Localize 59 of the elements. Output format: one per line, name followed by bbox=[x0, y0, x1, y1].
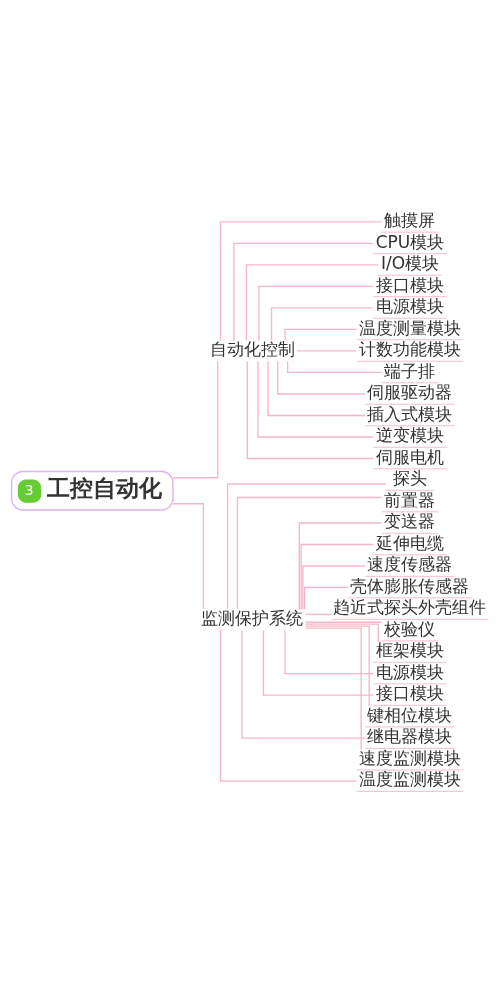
connector bbox=[296, 349, 358, 352]
node-text: 伺服驱动器 bbox=[367, 381, 453, 402]
node-text: I/O模块 bbox=[380, 252, 440, 273]
connector bbox=[304, 586, 349, 610]
connector bbox=[300, 543, 374, 610]
connector bbox=[267, 360, 366, 416]
node-text: 插入式模块 bbox=[367, 403, 453, 424]
connector bbox=[257, 360, 374, 438]
connector bbox=[262, 629, 374, 696]
node-text: 框架模块 bbox=[375, 639, 444, 660]
node-text: 速度传感器 bbox=[367, 553, 453, 574]
node-text: 监测保护系统 bbox=[201, 607, 304, 628]
connector bbox=[270, 306, 374, 341]
node-text: 电源模块 bbox=[375, 295, 444, 316]
connector bbox=[236, 496, 383, 610]
connector bbox=[277, 360, 366, 395]
connector bbox=[304, 625, 370, 707]
connector bbox=[304, 613, 333, 615]
connector bbox=[284, 629, 374, 674]
connector bbox=[258, 285, 374, 341]
connector bbox=[172, 502, 205, 610]
node-text: 伺服电机 bbox=[375, 446, 444, 467]
node-text: 变送器 bbox=[384, 510, 436, 531]
node-text: 趋近式探头外壳组件 bbox=[333, 596, 487, 617]
connector bbox=[245, 263, 379, 341]
connector bbox=[305, 626, 362, 750]
node-text: 接口模块 bbox=[375, 682, 444, 703]
node-text: 端子排 bbox=[384, 360, 436, 381]
connector bbox=[246, 360, 374, 459]
node-text: 逆变模块 bbox=[375, 424, 444, 445]
node-text: 壳体膨胀传感器 bbox=[350, 575, 470, 596]
node-text: 探头 bbox=[392, 467, 427, 488]
node-text: 接口模块 bbox=[375, 274, 444, 295]
connector bbox=[304, 623, 379, 642]
connector bbox=[304, 621, 383, 623]
connector bbox=[302, 564, 366, 610]
node-box: 3 工控自动化 bbox=[10, 470, 174, 511]
node-text: 校验仪 bbox=[384, 618, 436, 639]
connector bbox=[286, 360, 383, 373]
node-text: CPU模块 bbox=[375, 231, 445, 252]
connector bbox=[241, 629, 366, 739]
node-text: 前置器 bbox=[384, 489, 436, 510]
node-text: 自动化控制 bbox=[209, 338, 295, 359]
connector bbox=[298, 521, 383, 610]
node-text: 计数功能模块 bbox=[358, 338, 461, 359]
node-text: 继电器模块 bbox=[367, 725, 453, 746]
node-text: 速度监测模块 bbox=[358, 747, 461, 768]
node-text: 触摸屏 bbox=[384, 209, 436, 230]
node-text: 温度监测模块 bbox=[358, 768, 461, 789]
node-text: 电源模块 bbox=[375, 661, 444, 682]
connector bbox=[219, 628, 358, 782]
connector bbox=[233, 242, 374, 341]
node-text: 键相位模块 bbox=[367, 704, 453, 725]
connector bbox=[284, 328, 358, 341]
connector bbox=[172, 360, 219, 478]
connector bbox=[226, 482, 387, 610]
connector bbox=[219, 220, 383, 341]
node-text: 延伸电缆 bbox=[375, 532, 444, 553]
node-text: 温度测量模块 bbox=[358, 317, 461, 338]
